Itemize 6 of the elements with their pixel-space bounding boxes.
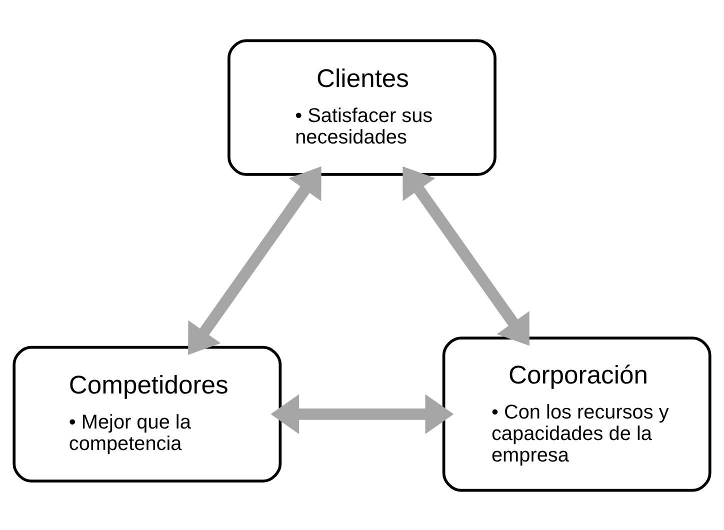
node-box: Clientes • Satisfacer sus necesidades: [228, 38, 496, 176]
arrow: [188, 166, 322, 354]
arrow: [402, 166, 530, 346]
arrow: [270, 394, 454, 434]
node-box: Corporación • Con los recursos y capacidades de la empresa: [442, 336, 712, 492]
node-box: Competidores • Mejor que la competencia: [12, 345, 282, 482]
